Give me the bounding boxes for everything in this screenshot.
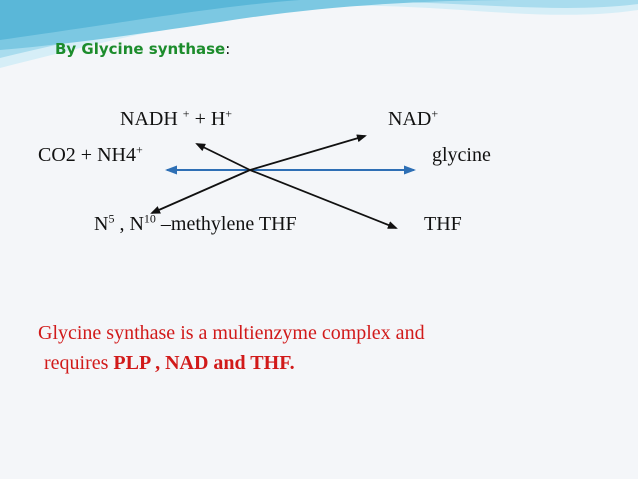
slide-heading: By Glycine synthase:	[55, 40, 230, 58]
nadh-text: NADH	[120, 108, 178, 130]
note-cofactors-text: PLP , NAD and THF.	[113, 352, 295, 374]
heading-colon: :	[225, 40, 231, 58]
h-charge: +	[225, 106, 233, 121]
n10-superscript: 10	[143, 211, 156, 226]
note-line-2: requires PLP , NAD and THF.	[38, 348, 598, 378]
plus-h-text: + H	[194, 108, 226, 130]
nadh-label: NADH + + H+	[120, 106, 233, 131]
arrow-to-nadh	[195, 143, 251, 171]
note-line-1: Glycine synthase is a multienzyme comple…	[38, 322, 425, 344]
nad-label: NAD+	[388, 106, 439, 131]
n5-superscript: 5	[108, 211, 115, 226]
arrow-to-nad	[249, 134, 367, 171]
nad-text: NAD	[388, 108, 432, 130]
nh4-charge: +	[135, 142, 143, 157]
methylene-text: –methylene THF	[155, 213, 297, 235]
arrow-to-thf	[249, 169, 398, 229]
enzyme-note: Glycine synthase is a multienzyme comple…	[38, 318, 598, 378]
n-mid-text: , N	[114, 213, 144, 235]
glycine-label: glycine	[432, 144, 491, 166]
thf-label: THF	[424, 213, 462, 235]
header-wave-decoration	[0, 0, 638, 68]
note-requires-text: requires	[44, 352, 114, 374]
n-text: N	[94, 213, 109, 235]
arrow-to-methylene-thf	[150, 169, 251, 214]
methylene-thf-label: N5 , N10 –methylene THF	[94, 211, 297, 236]
nadh-plus: +	[182, 106, 190, 121]
heading-text: By Glycine synthase	[55, 40, 226, 58]
nad-charge: +	[431, 106, 439, 121]
co2-nh4-label: CO2 + NH4+	[38, 142, 143, 167]
co2-nh4-text: CO2 + NH4	[38, 144, 136, 166]
